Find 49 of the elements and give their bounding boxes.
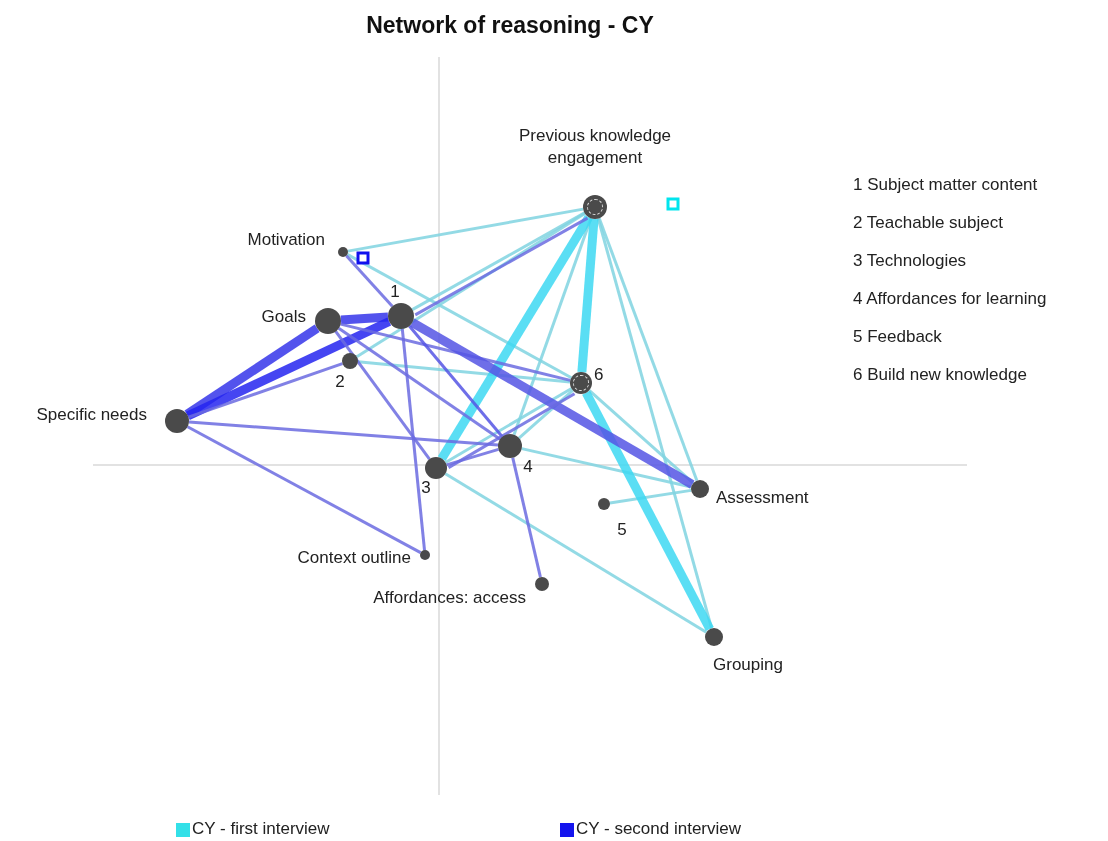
node-label: 5 <box>617 519 627 541</box>
network-link <box>597 217 699 482</box>
network-link <box>444 472 708 634</box>
node-label: 2 <box>335 371 345 393</box>
network-link <box>187 362 343 419</box>
network-link <box>188 420 499 447</box>
key-text: 4 Affordances for learning <box>853 289 1047 309</box>
network-link <box>577 218 599 373</box>
key-text: 3 Technologies <box>853 251 967 271</box>
network-link <box>185 317 392 420</box>
node-label: Previous knowledge engagement <box>517 125 673 169</box>
network-link <box>186 425 422 554</box>
network-link <box>347 207 584 253</box>
network-link <box>345 254 394 308</box>
network-link <box>437 214 593 461</box>
network-link <box>337 327 501 441</box>
node-label: 4 <box>523 456 533 478</box>
network-link <box>609 488 692 505</box>
network-link <box>340 312 389 325</box>
network-link <box>446 448 499 467</box>
legend-text: CY - first interview <box>192 819 330 839</box>
network-link <box>521 447 692 489</box>
node-label: 3 <box>421 477 431 499</box>
key-text: 2 Teachable subject <box>853 213 1003 233</box>
network-link <box>408 325 504 438</box>
network-link <box>355 212 586 358</box>
network-link <box>400 328 426 551</box>
node-label: Affordances: access <box>373 587 526 609</box>
node-label: Context outline <box>297 547 411 569</box>
node-label: Goals <box>261 306 306 328</box>
network-link <box>334 330 431 461</box>
network-link <box>340 322 571 382</box>
key-text: 6 Build new knowledge <box>853 365 1027 385</box>
key-text: 5 Feedback <box>853 327 942 347</box>
node-label: 6 <box>594 364 604 386</box>
node-label: 1 <box>390 281 400 303</box>
network-link <box>518 389 574 440</box>
legend-text: CY - second interview <box>576 819 742 839</box>
chart-title: Network of reasoning - CY <box>365 12 655 39</box>
node-label: Motivation <box>247 229 325 251</box>
network-link <box>346 253 573 379</box>
node-label: Assessment <box>716 487 809 509</box>
network-link <box>410 318 695 489</box>
node-label: Grouping <box>713 654 783 676</box>
key-text: 1 Subject matter content <box>853 175 1038 195</box>
network-link <box>511 457 542 578</box>
network-link <box>582 390 714 632</box>
network-link <box>357 360 571 384</box>
node-label: Specific needs <box>36 404 147 426</box>
